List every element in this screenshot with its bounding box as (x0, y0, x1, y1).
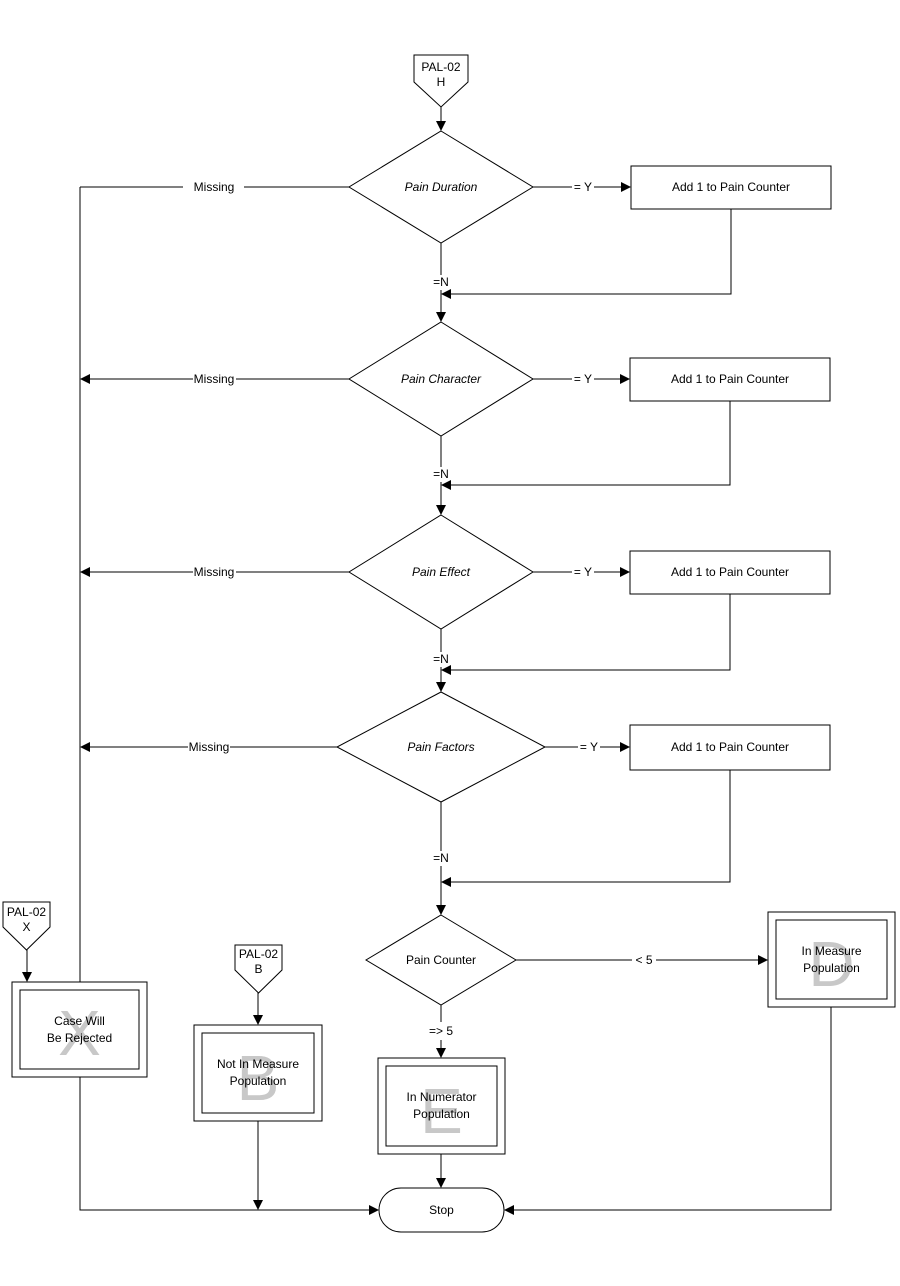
decision-pain-effect: Pain Effect (348, 514, 534, 630)
outcome-not-in-measure: B Not In Measure Population (193, 1024, 323, 1122)
outcome-in-measure-line1: In Measure (801, 944, 861, 958)
process-label-2: Add 1 to Pain Counter (671, 372, 789, 386)
process-label-4: Add 1 to Pain Counter (671, 740, 789, 754)
decision-pain-factors: Pain Factors (335, 691, 547, 803)
no-label-3: =N (433, 652, 449, 666)
outcome-not-in-measure-line2: Population (230, 1074, 287, 1088)
connector-b: PAL-02 B (234, 944, 283, 994)
flow-line (441, 594, 731, 675)
process-add-pain-counter-3: Add 1 to Pain Counter (629, 550, 831, 595)
no-label-4: =N (433, 851, 449, 865)
process-add-pain-counter-2: Add 1 to Pain Counter (629, 357, 831, 402)
yes-label-3: = Y (574, 565, 592, 579)
decision-pain-counter-label: Pain Counter (406, 953, 476, 967)
outcome-numerator-line2: Population (413, 1107, 470, 1121)
yes-label-4: = Y (580, 740, 598, 754)
decision-pain-duration-label: Pain Duration (405, 180, 478, 194)
decision-pain-counter: Pain Counter (365, 914, 517, 1006)
outcome-not-in-measure-line1: Not In Measure (217, 1057, 299, 1071)
outcome-in-measure-letter: D (808, 928, 854, 1000)
connector-b-line1: PAL-02 (239, 947, 278, 961)
outcome-rejected-line1: Case Will (54, 1014, 105, 1028)
lt5-label: < 5 (635, 953, 652, 967)
missing-label-3: Missing (194, 565, 235, 579)
connector-x-line1: PAL-02 (7, 905, 46, 919)
flow-line (79, 1077, 379, 1215)
missing-label-2: Missing (194, 372, 235, 386)
process-label-1: Add 1 to Pain Counter (672, 180, 790, 194)
process-add-pain-counter-1: Add 1 to Pain Counter (630, 165, 832, 210)
decision-pain-character-label: Pain Character (401, 372, 482, 386)
ge5-label: => 5 (429, 1024, 453, 1038)
outcome-in-numerator: E In Numerator Population (377, 1057, 506, 1155)
no-label-2: =N (433, 467, 449, 481)
terminal-stop-label: Stop (429, 1203, 454, 1217)
flow-line (504, 1007, 832, 1215)
connector-top: PAL-02 H (413, 54, 469, 108)
outcome-in-measure-line2: Population (803, 961, 860, 975)
connector-x: PAL-02 X (2, 901, 51, 951)
connector-x-line2: X (22, 920, 30, 934)
decision-pain-character: Pain Character (348, 321, 534, 437)
missing-label-1: Missing (194, 180, 235, 194)
process-label-3: Add 1 to Pain Counter (671, 565, 789, 579)
outcome-numerator-letter: E (420, 1075, 463, 1147)
yes-label-1: = Y (574, 180, 592, 194)
flow-line (441, 770, 731, 887)
no-label-1: =N (433, 275, 449, 289)
yes-label-2: = Y (574, 372, 592, 386)
outcome-in-measure: D In Measure Population (767, 911, 896, 1008)
outcome-rejected-line2: Be Rejected (47, 1031, 112, 1045)
connector-b-line2: B (254, 962, 262, 976)
decision-pain-duration: Pain Duration (348, 130, 534, 244)
outcome-rejected-letter: X (58, 997, 101, 1069)
outcome-case-rejected: X Case Will Be Rejected (11, 981, 148, 1078)
decision-pain-factors-label: Pain Factors (407, 740, 474, 754)
process-add-pain-counter-4: Add 1 to Pain Counter (629, 724, 831, 771)
flow-line (441, 209, 732, 299)
terminal-stop: Stop (378, 1187, 505, 1233)
connector-top-line1: PAL-02 (421, 60, 460, 74)
outcome-not-in-measure-letter: B (237, 1042, 280, 1114)
connector-top-line2: H (437, 75, 446, 89)
missing-label-4: Missing (189, 740, 230, 754)
flow-line (441, 401, 731, 490)
decision-pain-effect-label: Pain Effect (412, 565, 471, 579)
outcome-numerator-line1: In Numerator (406, 1090, 476, 1104)
